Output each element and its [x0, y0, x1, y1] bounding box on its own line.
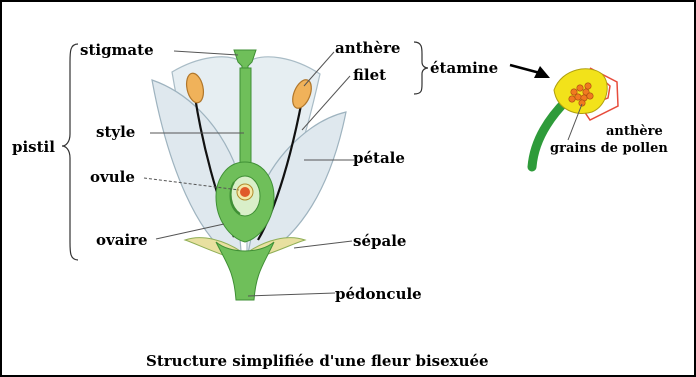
- detail-filament: [532, 100, 567, 167]
- ovule-core: [240, 187, 250, 197]
- flower-illustration: [152, 50, 346, 300]
- pistil-brace: [62, 44, 78, 260]
- label-anthere: anthère: [335, 39, 400, 57]
- label-stigmate: stigmate: [80, 41, 154, 59]
- label-pistil: pistil: [12, 138, 55, 156]
- label-sepale: sépale: [353, 232, 406, 250]
- label-etamine: étamine: [430, 59, 498, 77]
- etamine-brace: [414, 42, 428, 94]
- diagram-caption: Structure simplifiée d'une fleur bisexué…: [146, 352, 489, 370]
- receptacle: [216, 242, 274, 300]
- label-filet: filet: [353, 66, 386, 84]
- label-ovaire: ovaire: [96, 231, 148, 249]
- label-style: style: [96, 123, 135, 141]
- label-ovule: ovule: [90, 168, 135, 186]
- label-petale: pétale: [353, 149, 405, 167]
- style: [240, 68, 251, 168]
- label-grains-de-pollen: grains de pollen: [550, 141, 668, 156]
- label-pedoncule: pédoncule: [335, 285, 422, 303]
- label-anthere-detail: anthère: [606, 124, 663, 139]
